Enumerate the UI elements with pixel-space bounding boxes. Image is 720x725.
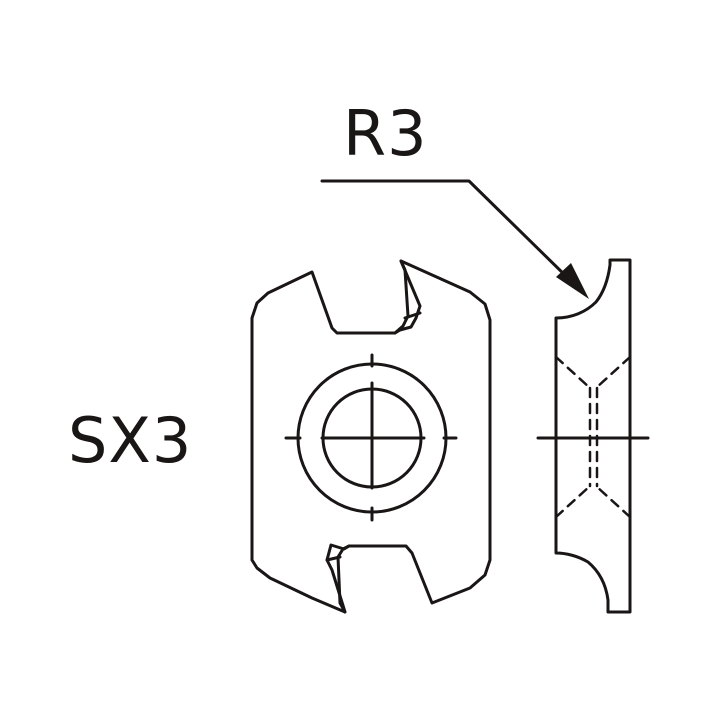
side-view-outline <box>556 260 630 612</box>
leader-arrowhead-icon <box>556 263 589 299</box>
front-view-outline <box>252 261 490 612</box>
leader-line <box>322 181 572 282</box>
bottom-tooth-edge <box>327 557 340 560</box>
radius-leader <box>322 181 572 282</box>
front-view <box>252 261 490 612</box>
insert-code-label: SX3 <box>68 404 193 477</box>
radius-label: R3 <box>343 97 428 170</box>
top-tooth-detail <box>395 261 408 333</box>
side-view <box>538 260 648 612</box>
top-tooth-edge <box>405 313 420 318</box>
